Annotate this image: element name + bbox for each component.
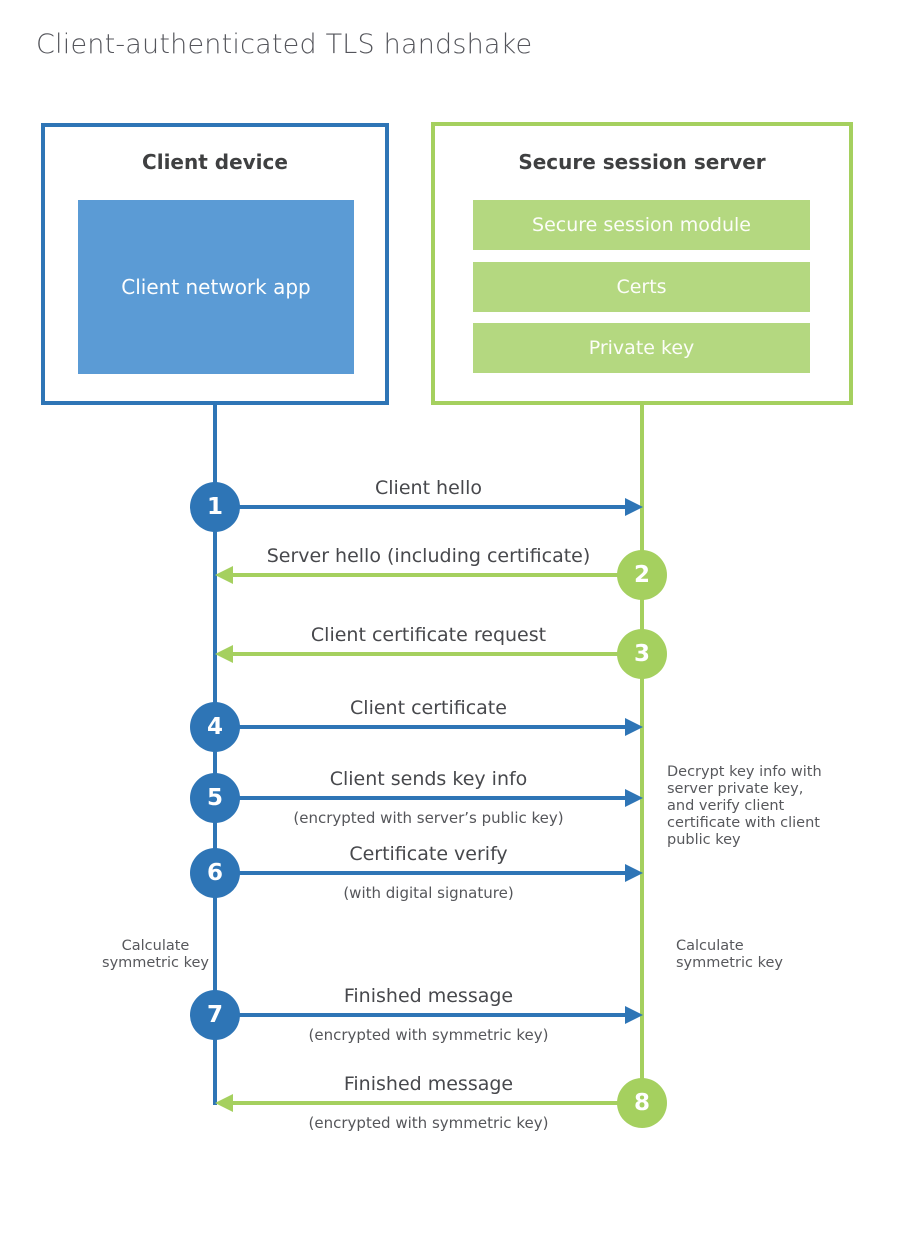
server-decrypt-note: Decrypt key info with server private key… [667,764,822,848]
message-label: Server hello (including certificate) [266,545,591,567]
server-module-secure-session-module: Secure session module [473,200,810,250]
arrow-line [215,505,625,509]
arrow-right-icon [625,498,643,516]
step-number-badge: 3 [617,629,667,679]
arrow-right-icon [625,864,643,882]
server-module-private-key: Private key [473,323,810,373]
message-label: Finished message [343,985,514,1007]
client-network-app-label: Client network app [121,275,311,299]
arrow-line [232,573,642,577]
step-number-badge: 5 [190,773,240,823]
arrow-line [232,1101,642,1105]
server-module-certs: Certs [473,262,810,312]
step-number-badge: 6 [190,848,240,898]
message-sublabel: (encrypted with server’s public key) [293,809,564,827]
arrow-line [232,652,642,656]
arrow-right-icon [625,1006,643,1024]
client-network-app-box: Client network app [78,200,354,374]
message-sublabel: (encrypted with symmetric key) [308,1026,549,1044]
message-label: Client certificate request [310,624,547,646]
step-number-badge: 4 [190,702,240,752]
page-title: Client-authenticated TLS handshake [36,29,533,60]
secure-session-server-title: Secure session server [518,150,766,174]
step-number-badge: 7 [190,990,240,1040]
arrow-left-icon [215,566,233,584]
arrow-line [215,725,625,729]
arrow-line [215,871,625,875]
message-label: Client sends key info [329,768,528,790]
client-device-title: Client device [142,150,288,174]
step-number-badge: 2 [617,550,667,600]
arrow-right-icon [625,789,643,807]
server-calculate-key-note: Calculate symmetric key [676,938,783,971]
server-lifeline [640,405,644,1105]
arrow-line [215,796,625,800]
message-sublabel: (encrypted with symmetric key) [308,1114,549,1132]
arrow-line [215,1013,625,1017]
step-number-badge: 1 [190,482,240,532]
client-lifeline [213,405,217,1105]
message-label: Client certificate [350,697,507,719]
message-sublabel: (with digital signature) [343,884,514,902]
arrow-left-icon [215,645,233,663]
message-label: Certificate verify [349,843,508,865]
arrow-left-icon [215,1094,233,1112]
message-label: Client hello [375,477,482,499]
arrow-right-icon [625,718,643,736]
client-calculate-key-note: Calculate symmetric key [102,938,209,971]
step-number-badge: 8 [617,1078,667,1128]
message-label: Finished message [343,1073,514,1095]
